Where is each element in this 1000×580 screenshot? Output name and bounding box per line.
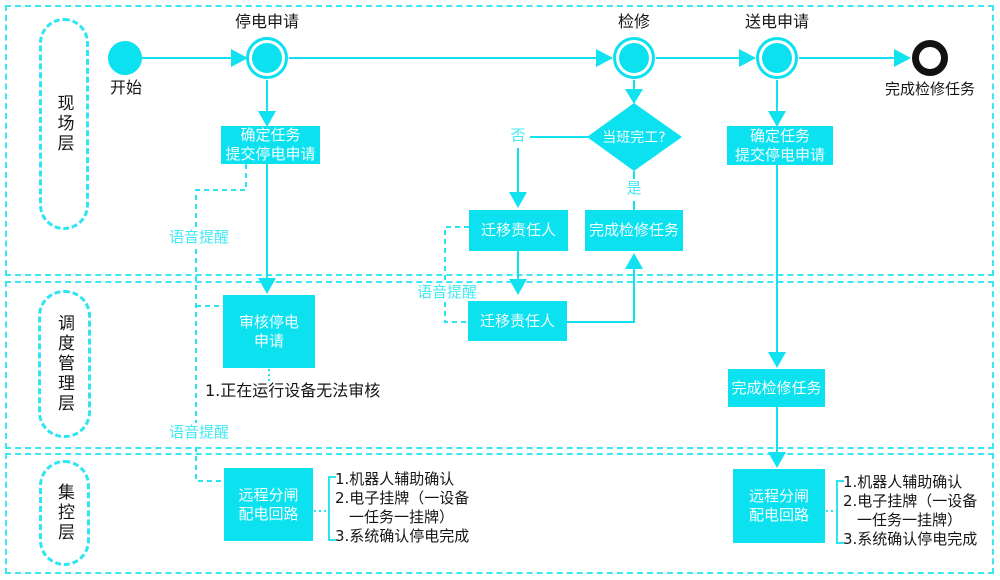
arrowhead bbox=[768, 452, 786, 468]
lane-label-field-text: 现场层 bbox=[53, 94, 74, 154]
remote-left-note-1: 1.机器人辅助确认 bbox=[335, 470, 455, 488]
task-remote-open-right-line2: 配电回路 bbox=[748, 506, 809, 524]
task-transfer-owner-top-text: 迁移责任人 bbox=[480, 221, 556, 239]
maintenance-label: 检修 bbox=[617, 12, 650, 31]
lane-label-dispatch-text: 调度管理层 bbox=[54, 314, 74, 414]
task-remote-open-left-line1: 远程分闸 bbox=[238, 485, 299, 504]
arrowhead bbox=[596, 49, 613, 67]
lane-central-control bbox=[5, 453, 994, 574]
bracket-remote-left bbox=[328, 476, 336, 541]
remote-right-note-4: 3.系统确认停电完成 bbox=[843, 530, 978, 548]
remote-left-note-list: 1.机器人辅助确认 2.电子挂牌（一设备 一任务一挂牌） 3.系统确认停电完成 bbox=[335, 470, 485, 546]
task-confirm-submit-right-line2: 提交停电申请 bbox=[734, 145, 825, 164]
arrowhead bbox=[625, 253, 643, 269]
decision-diamond-shape bbox=[587, 103, 682, 171]
task-confirm-submit-left: 确定任务 提交停电申请 bbox=[221, 126, 320, 164]
lane-dispatch bbox=[5, 281, 994, 449]
task-transfer-owner-top: 迁移责任人 bbox=[469, 210, 568, 251]
task-transfer-owner-mid: 迁移责任人 bbox=[468, 301, 567, 341]
edge-voice-left-dashed bbox=[195, 164, 247, 482]
bracket-remote-right bbox=[836, 480, 844, 544]
end-node bbox=[912, 40, 948, 76]
edge-label-voice-1: 语音提醒 bbox=[166, 228, 232, 248]
lane-label-dispatch: 调度管理层 bbox=[38, 290, 91, 438]
remote-right-note-3: 一任务一挂牌） bbox=[857, 511, 963, 529]
task-review-outage-line1: 审核停电 bbox=[238, 312, 299, 331]
decision-shift-done-label: 当班完工? bbox=[602, 130, 666, 146]
outage-request-node-core bbox=[252, 43, 282, 73]
power-send-request-label: 送电申请 bbox=[744, 12, 809, 31]
task-complete-maintenance-top-text: 完成检修任务 bbox=[588, 221, 679, 239]
lane-label-field: 现场层 bbox=[39, 18, 89, 230]
remote-right-note-2: 2.电子挂牌（一设备 bbox=[843, 492, 978, 510]
review-note: 1.正在运行设备无法审核 bbox=[205, 381, 381, 400]
edge-voice-center-dashed bbox=[444, 226, 469, 323]
arrowhead bbox=[768, 111, 786, 127]
maintenance-node-core bbox=[619, 43, 649, 73]
end-node-label: 完成检修任务 bbox=[884, 80, 975, 98]
arrowhead bbox=[768, 352, 786, 368]
power-send-request-node-core bbox=[762, 43, 792, 73]
power-send-request-node bbox=[756, 37, 798, 79]
arrowhead bbox=[894, 49, 911, 67]
outage-request-node bbox=[246, 37, 288, 79]
lane-label-central: 集控层 bbox=[39, 460, 90, 566]
task-review-outage-line2: 申请 bbox=[253, 331, 284, 350]
task-confirm-submit-left-line2: 提交停电申请 bbox=[225, 145, 316, 163]
arrowhead bbox=[258, 278, 276, 294]
arrowhead bbox=[231, 49, 248, 67]
remote-left-note-4: 3.系统确认停电完成 bbox=[335, 527, 470, 545]
start-node-label: 开始 bbox=[109, 78, 142, 97]
edge-label-voice-3: 语音提醒 bbox=[414, 283, 480, 301]
task-remote-open-right: 远程分闸 配电回路 bbox=[733, 469, 825, 543]
lane-label-central-text: 集控层 bbox=[54, 483, 74, 543]
edge-transfer-mid-to-complete-top bbox=[567, 268, 635, 323]
task-confirm-submit-left-line1: 确定任务 bbox=[240, 126, 301, 144]
edge-decision-no-branch bbox=[517, 136, 589, 192]
task-complete-maintenance-mid: 完成检修任务 bbox=[728, 369, 825, 407]
arrowhead bbox=[509, 279, 527, 295]
lane-field bbox=[5, 5, 994, 276]
remote-left-note-2: 2.电子挂牌（一设备 bbox=[335, 489, 470, 507]
edge-label-yes: 是 bbox=[623, 179, 645, 201]
remote-right-note-1: 1.机器人辅助确认 bbox=[843, 473, 963, 491]
arrowhead bbox=[739, 49, 756, 67]
task-review-outage-request: 审核停电 申请 bbox=[223, 295, 315, 368]
task-complete-maintenance-top: 完成检修任务 bbox=[585, 210, 683, 251]
task-complete-maintenance-mid-text: 完成检修任务 bbox=[731, 378, 822, 397]
task-remote-open-left-line2: 配电回路 bbox=[238, 504, 299, 523]
maintenance-node bbox=[613, 37, 655, 79]
start-node bbox=[108, 41, 142, 75]
task-remote-open-left: 远程分闸 配电回路 bbox=[224, 468, 313, 541]
arrowhead bbox=[258, 111, 276, 127]
arrowhead bbox=[625, 89, 643, 104]
remote-left-note-3: 一任务一挂牌） bbox=[349, 508, 455, 526]
edge-label-no: 否 bbox=[506, 126, 530, 148]
edge-label-voice-2: 语音提醒 bbox=[166, 423, 232, 443]
arrowhead bbox=[509, 192, 527, 208]
task-confirm-submit-right: 确定任务 提交停电申请 bbox=[727, 126, 833, 165]
remote-right-note-list: 1.机器人辅助确认 2.电子挂牌（一设备 一任务一挂牌） 3.系统确认停电完成 bbox=[843, 473, 993, 549]
task-transfer-owner-mid-text: 迁移责任人 bbox=[479, 311, 555, 330]
task-confirm-submit-right-line1: 确定任务 bbox=[749, 126, 810, 145]
outage-request-label: 停电申请 bbox=[234, 12, 299, 31]
task-remote-open-right-line1: 远程分闸 bbox=[748, 487, 809, 505]
